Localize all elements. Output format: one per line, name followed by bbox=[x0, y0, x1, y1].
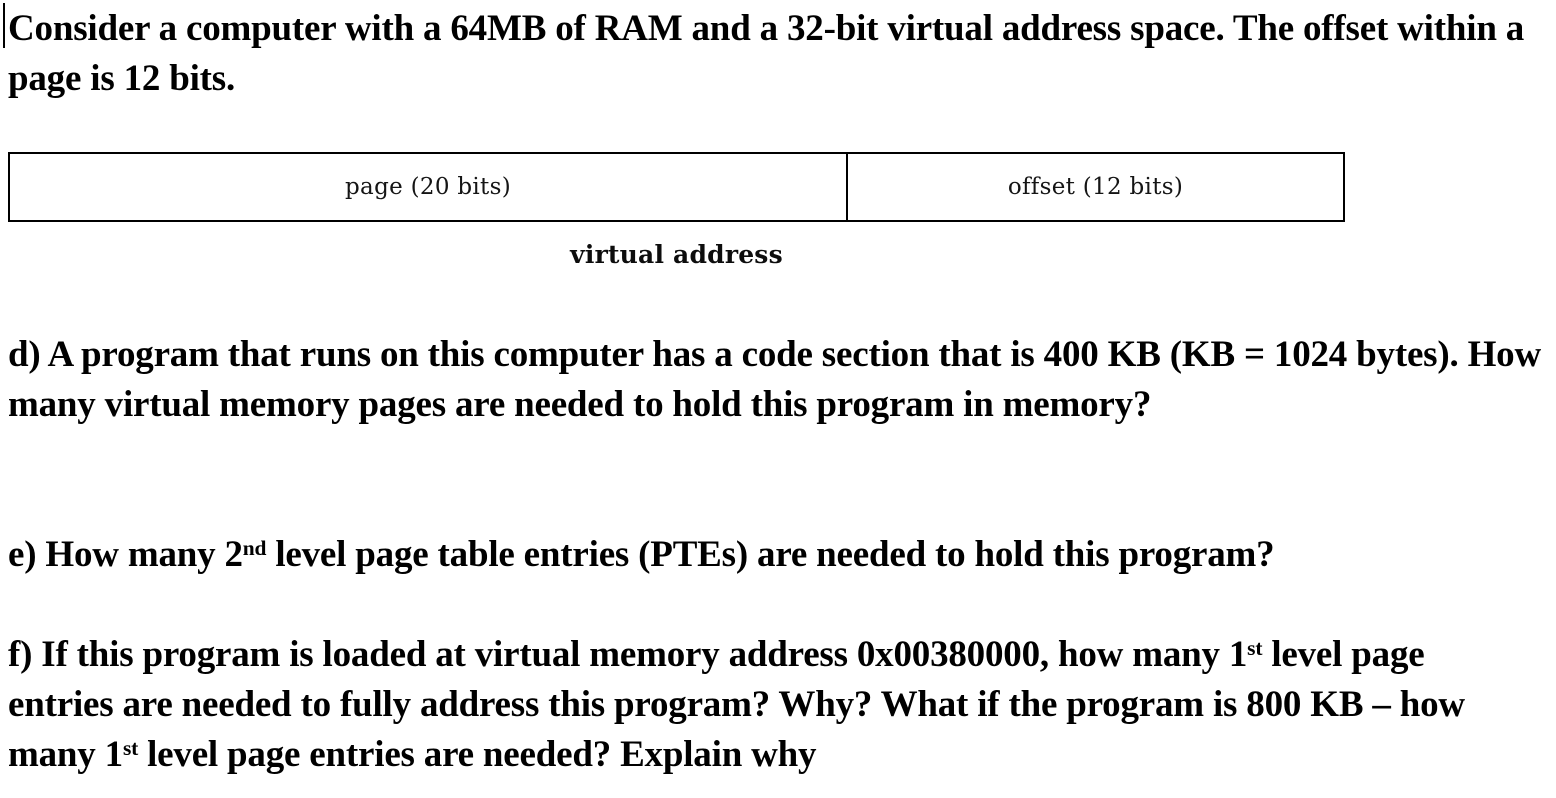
offset-field-label: offset (12 bits) bbox=[1007, 174, 1184, 200]
question-f-ordinal-suffix-2: st bbox=[122, 735, 139, 760]
question-e-text-before: e) How many 2 bbox=[8, 534, 243, 575]
question-f-segment-3: level page entries are needed? Explain w… bbox=[138, 734, 817, 775]
virtual-address-caption: virtual address bbox=[570, 240, 783, 269]
question-f-segment-1: f) If this program is loaded at virtual … bbox=[8, 634, 1248, 675]
question-e-ordinal-suffix: nd bbox=[242, 535, 267, 560]
question-d: d) A program that runs on this computer … bbox=[8, 334, 1541, 425]
question-f: f) If this program is loaded at virtual … bbox=[8, 630, 1538, 780]
page-field-label: page (20 bits) bbox=[345, 174, 511, 200]
text-caret bbox=[3, 3, 5, 48]
question-e-text-after: level page table entries (PTEs) are need… bbox=[266, 534, 1275, 575]
question-f-segment-2: level page entries are needed to fully a… bbox=[8, 634, 1465, 775]
question-f-ordinal-suffix-1: st bbox=[1247, 635, 1263, 660]
intro-paragraph: Consider a computer with a 64MB of RAM a… bbox=[8, 8, 1525, 99]
virtual-address-diagram: page (20 bits) offset (12 bits) bbox=[8, 152, 1345, 222]
address-field-page: page (20 bits) bbox=[10, 154, 848, 220]
question-e: e) How many 2nd level page table entries… bbox=[8, 530, 1553, 580]
address-field-offset: offset (12 bits) bbox=[848, 154, 1343, 220]
